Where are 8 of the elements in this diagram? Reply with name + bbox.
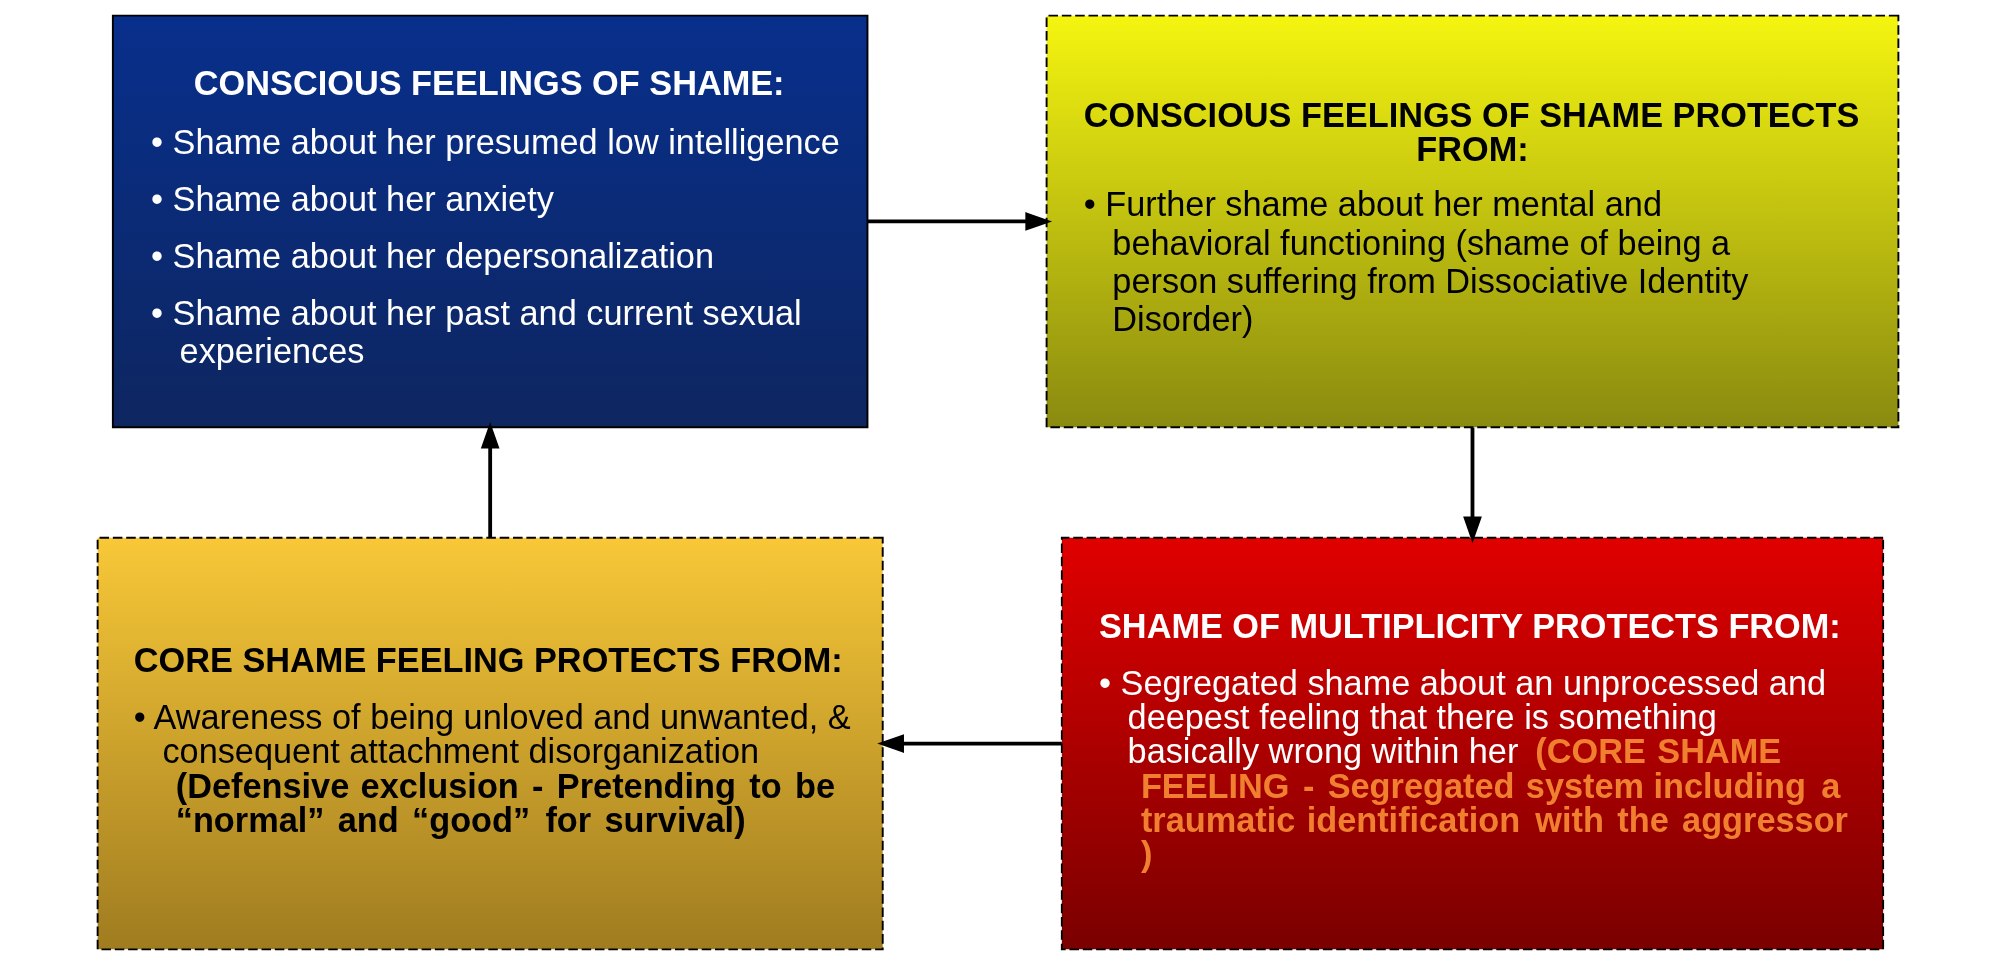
node-box: CONSCIOUS FEELINGS OF SHAME PROTECTS FROM: • Further shame about her mental and behavioral functioning (shame of being a person suffering from Dissociative Identity Disorder) bbox=[1045, 14, 1899, 429]
arrow bbox=[480, 421, 500, 538]
node-box: CONSCIOUS FEELINGS OF SHAME: • Shame about her presumed low intelligence • Shame about her anxiety • Shame about her depersonalization • Shame about her past and current sexual experiences bbox=[111, 14, 868, 429]
node-box: SHAME OF MULTIPLICITY PROTECTS FROM: • Segregated shame about an unprocessed and deepest feeling that there is something basically wrong within her (CORE SHAME FEELING - Segregated system including a traumatic identification with the aggressor ) bbox=[1060, 536, 1884, 951]
node-box: CORE SHAME FEELING PROTECTS FROM: • Awareness of being unloved and unwanted, & consequent attachment disorganization (Defensive exclusion - Pretending to be “normal” and “good” for survival) bbox=[96, 536, 884, 951]
arrow bbox=[876, 734, 1062, 753]
arrow bbox=[867, 212, 1052, 231]
arrow bbox=[1462, 427, 1482, 544]
